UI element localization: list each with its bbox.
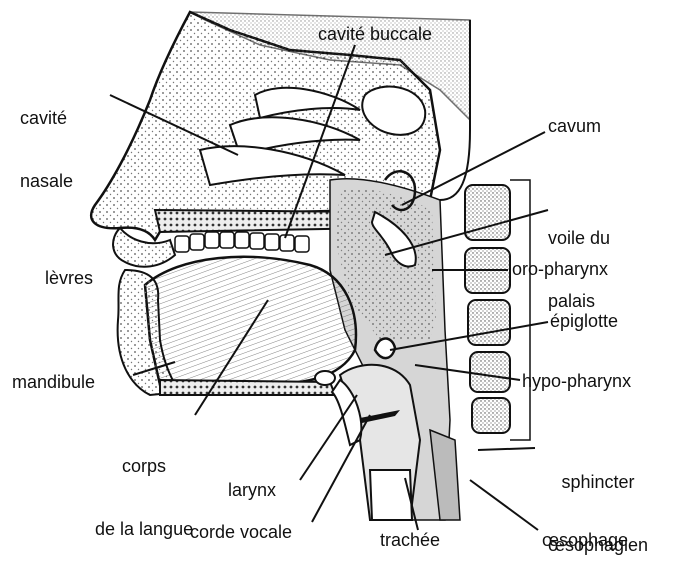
label-corps-line2: de la langue <box>95 519 193 540</box>
label-cavite-nasale: cavité nasale <box>20 66 73 213</box>
label-corps-de-la-langue: corps de la langue <box>95 414 193 561</box>
label-oesophage: œsophage <box>542 530 628 551</box>
label-cavite-buccale: cavité buccale <box>318 24 432 45</box>
label-corde-vocale: corde vocale <box>190 522 292 543</box>
label-corps-line1: corps <box>95 456 193 477</box>
label-trachee: trachée <box>380 530 440 551</box>
upper-teeth <box>175 232 309 252</box>
mandible-bone <box>160 380 335 395</box>
label-larynx: larynx <box>228 480 276 501</box>
label-voile-line1: voile du <box>548 228 610 249</box>
label-mandibule: mandibule <box>12 372 95 393</box>
cervical-spine <box>465 180 530 440</box>
label-cavum: cavum <box>548 116 601 137</box>
leader-oesophage <box>470 480 538 530</box>
label-levres: lèvres <box>45 268 93 289</box>
label-sphincter-oesophagien: sphincter œsophagien <box>548 430 648 577</box>
label-sphincter-line1: sphincter <box>548 472 648 493</box>
epiglottis <box>375 338 395 358</box>
hyoid <box>315 371 335 385</box>
label-hypo-pharynx: hypo-pharynx <box>522 371 631 392</box>
upper-lip <box>113 228 175 267</box>
leader-corde-vocale <box>312 415 370 522</box>
label-oro-pharynx: oro-pharynx <box>512 259 608 280</box>
leader-sphincter <box>478 448 535 450</box>
label-epiglotte: épiglotte <box>550 311 618 332</box>
label-voile-line2: palais <box>548 291 610 312</box>
label-cavite-nasale-line1: cavité <box>20 108 73 129</box>
trachea <box>370 470 412 520</box>
tongue <box>145 257 356 385</box>
label-cavite-nasale-line2: nasale <box>20 171 73 192</box>
